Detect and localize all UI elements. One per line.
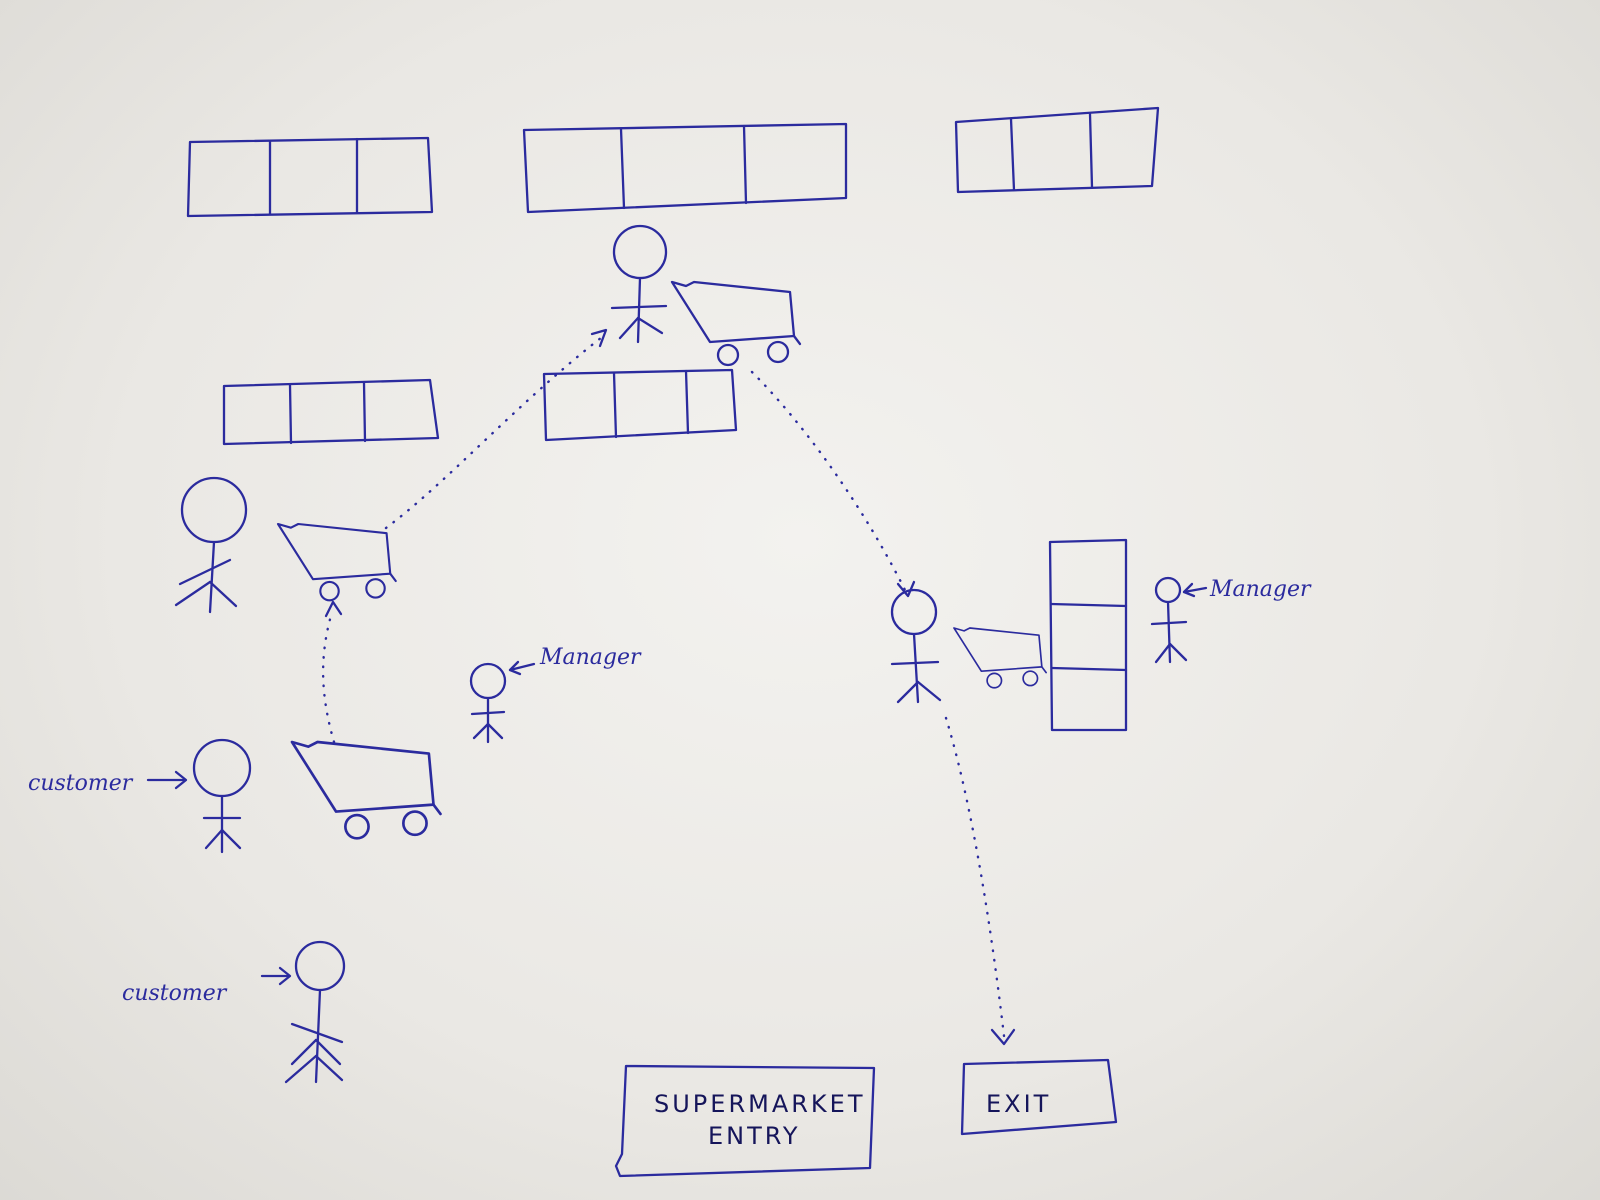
shelf-top-left bbox=[186, 136, 434, 218]
customer-label-2: customer bbox=[122, 981, 228, 1006]
entry-label-line-2: ENTRY bbox=[708, 1122, 801, 1150]
customer-stick-figure-middle bbox=[174, 476, 248, 614]
supermarket-entry-box: SUPERMARKET ENTRY bbox=[614, 1064, 876, 1178]
shopping-cart-middle bbox=[276, 522, 397, 602]
manager-label-left: Manager bbox=[539, 645, 642, 670]
customer-label-1: customer bbox=[28, 771, 134, 796]
shopping-cart-checkout bbox=[953, 627, 1047, 689]
shelf-top-center bbox=[522, 122, 848, 214]
manager-label-right: Manager bbox=[1209, 577, 1312, 602]
checkout-counter bbox=[1048, 538, 1128, 732]
dotted-path-checkout-to-exit bbox=[944, 716, 1006, 1038]
customer-stick-figure-entry bbox=[260, 940, 346, 1084]
exit-box: EXIT bbox=[960, 1058, 1118, 1136]
manager-stick-figure-left bbox=[469, 660, 536, 744]
shopping-cart-top bbox=[670, 280, 802, 367]
customer-stick-figure-top bbox=[610, 224, 668, 344]
dotted-path-top-to-checkout bbox=[750, 370, 908, 594]
entry-label-line-1: SUPERMARKET bbox=[654, 1090, 865, 1118]
manager-stick-figure-right bbox=[1150, 576, 1208, 664]
dotted-path-middle-to-top bbox=[384, 332, 608, 530]
customer-stick-figure-checkout bbox=[890, 588, 942, 704]
shopping-cart-lower bbox=[290, 740, 442, 840]
dotted-path-lower-to-middle bbox=[321, 610, 336, 744]
shelf-middle-left bbox=[222, 378, 440, 446]
shelf-middle-center bbox=[542, 368, 738, 442]
customer-stick-figure-with-cart bbox=[146, 738, 252, 854]
shelf-top-right bbox=[954, 106, 1160, 194]
exit-label: EXIT bbox=[986, 1090, 1051, 1118]
